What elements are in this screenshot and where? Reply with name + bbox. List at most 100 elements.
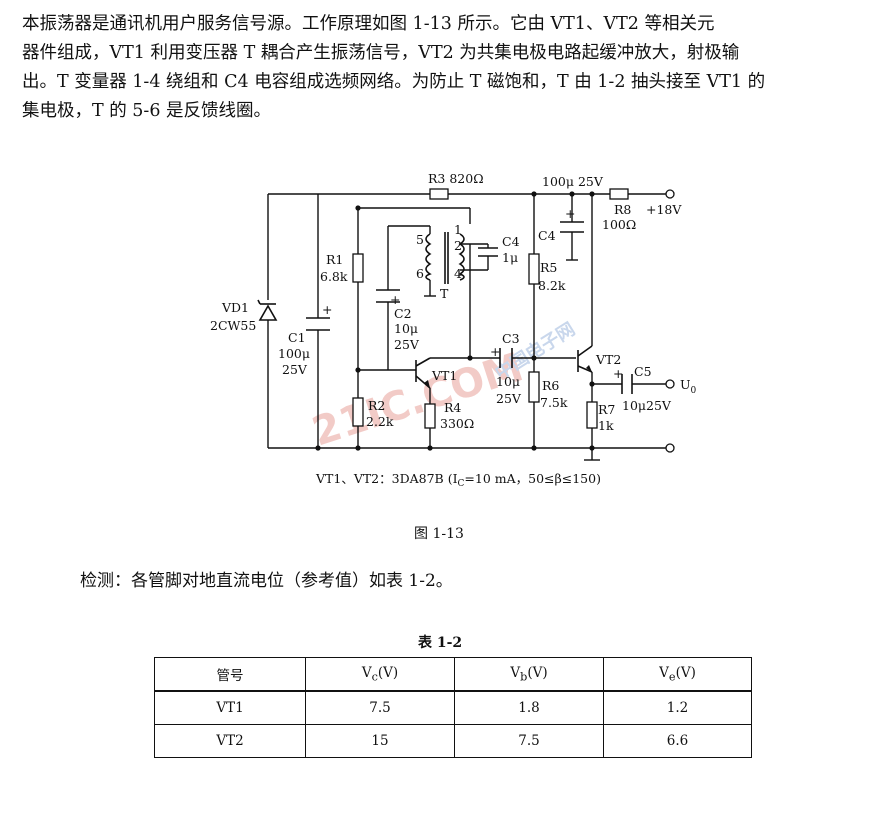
c5-label: C5 (634, 364, 652, 379)
junctions (315, 191, 595, 451)
r7-label: R7 (598, 402, 615, 417)
c2-capacitance: 10μ (394, 321, 418, 336)
header-vb-main: V (510, 664, 521, 681)
c5-plus: + (613, 366, 623, 381)
r5-resistor (528, 253, 540, 285)
c5-value: 10μ25V (622, 398, 672, 413)
r1-label: R1 (326, 252, 343, 267)
table-row: VT2 15 7.5 6.6 (154, 724, 752, 758)
table-cell: 1.2 (603, 690, 752, 725)
transistor-note-rest: =10 mA，50≤β≤150) (464, 471, 601, 486)
r6-value: 7.5k (540, 395, 568, 410)
table-cell: 1.8 (454, 690, 604, 725)
voltage-table: 管号 Vc(V) Vb(V) Ve(V) VT1 7.5 1.8 1.2 VT2… (154, 657, 752, 758)
circuit-wires (267, 193, 666, 461)
vt1-label: VT1 (431, 368, 457, 383)
paragraph-line-2: 器件组成，VT1 利用变压器 T 耦合产生振荡信号，VT2 为共集电极电路起缓冲… (22, 43, 740, 63)
c4-label: C4 (538, 228, 556, 243)
r6-resistor (528, 371, 540, 403)
terminals (665, 189, 675, 453)
c4-top-rating: 100μ 25V (542, 174, 604, 189)
c1-label: C1 (288, 330, 306, 345)
table-cell: 15 (305, 724, 455, 758)
r6-label: R6 (542, 378, 559, 393)
c2-voltage: 25V (394, 337, 420, 352)
transistor-note-sub: C (458, 479, 465, 489)
header-vb-sub: b (520, 670, 528, 684)
r4-value: 330Ω (440, 416, 474, 431)
c2-label: C2 (394, 306, 412, 321)
paragraph-line-4: 集电极，T 的 5-6 是反馈线圈。 (22, 101, 272, 121)
table-cell: 6.6 (603, 724, 752, 758)
r2-value: 2.2k (366, 414, 394, 429)
header-vb: Vb(V) (454, 657, 604, 692)
r5-label: R5 (540, 260, 557, 275)
r8-resistor (609, 188, 629, 200)
description-paragraph: 本振荡器是通讯机用户服务信号源。工作原理如图 1-13 所示。它由 VT1、VT… (22, 10, 874, 126)
r4-label: R4 (444, 400, 461, 415)
pin-2-label: 2 (454, 238, 462, 253)
r3-resistor (429, 188, 449, 200)
header-vc-sub: c (371, 670, 378, 684)
transistor-note: VT1、VT2：3DA87B (IC=10 mA，50≤β≤150) (315, 471, 601, 489)
vd1-type: 2CW55 (210, 318, 256, 333)
header-tube: 管号 (154, 657, 306, 692)
r3-label: R3 820Ω (428, 171, 484, 186)
table-cell: VT1 (154, 690, 306, 725)
transformer-label: T (440, 286, 449, 301)
c3-voltage: 25V (496, 391, 522, 406)
supply-label: +18V (646, 202, 682, 217)
header-ve-unit: (V) (675, 664, 696, 681)
table-cell: VT2 (154, 724, 306, 758)
pin-5-label: 5 (416, 232, 424, 247)
c1-voltage: 25V (282, 362, 308, 377)
c3-plus: + (490, 344, 500, 359)
paragraph-line-1: 本振荡器是通讯机用户服务信号源。工作原理如图 1-13 所示。它由 VT1、VT… (22, 14, 715, 34)
pin-4-label: 4 (454, 266, 462, 281)
r1-value: 6.8k (320, 269, 348, 284)
pin-6-label: 6 (416, 266, 424, 281)
c1-capacitance: 100μ (278, 346, 310, 361)
circuit-diagram: 21IC.COM 中国电子网 (210, 171, 697, 489)
table-cell: 7.5 (305, 690, 455, 725)
output-label: U0 (680, 377, 697, 396)
paragraph-line-3: 出。T 变量器 1-4 绕组和 C4 电容组成选频网络。为防止 T 磁饱和，T … (22, 72, 766, 92)
header-vc-unit: (V) (377, 664, 399, 681)
transistor-note-main: VT1、VT2：3DA87B (I (315, 471, 458, 486)
r8-label: R8 (614, 202, 631, 217)
c2-plus: + (390, 292, 400, 307)
header-ve-sub: e (668, 670, 676, 684)
header-ve-main: V (659, 664, 669, 681)
c3-label: C3 (502, 331, 520, 346)
output-label-main: U (680, 377, 691, 392)
r1-resistor (352, 253, 364, 283)
r4-resistor (424, 403, 436, 429)
r7-value: 1k (598, 418, 614, 433)
r8-value: 100Ω (602, 217, 636, 232)
vt2-label: VT2 (595, 352, 621, 367)
header-vc: Vc(V) (305, 657, 455, 692)
header-ve: Ve(V) (603, 657, 752, 692)
c1-plus: + (322, 302, 332, 317)
table-caption: 表 1-2 (418, 635, 463, 651)
header-vc-main: V (361, 664, 372, 681)
output-label-sub: 0 (691, 386, 697, 396)
circuit-labels: R3 820Ω 100μ 25V R8 100Ω +18V C4 + C4 1μ… (210, 171, 697, 489)
c3-capacitance: 10μ (496, 374, 520, 389)
detect-text: 检测：各管脚对地直流电位（参考值）如表 1-2。 (80, 571, 453, 591)
vd1-label: VD1 (221, 300, 249, 315)
circuit-components (352, 188, 629, 429)
c4-transformer-label: C4 (502, 234, 520, 249)
c4-transformer-value: 1μ (502, 250, 518, 265)
table-cell: 7.5 (454, 724, 604, 758)
r2-resistor (352, 397, 364, 427)
r5-value: 8.2k (538, 278, 566, 293)
r2-label: R2 (368, 398, 385, 413)
r7-resistor (586, 401, 598, 429)
table-row: VT1 7.5 1.8 1.2 (154, 690, 752, 725)
figure-caption: 图 1-13 (414, 526, 464, 542)
pin-1-label: 1 (454, 222, 462, 237)
table-header-row: 管号 Vc(V) Vb(V) Ve(V) (154, 657, 752, 692)
c4-plus: + (565, 206, 575, 221)
header-vb-unit: (V) (527, 664, 548, 681)
